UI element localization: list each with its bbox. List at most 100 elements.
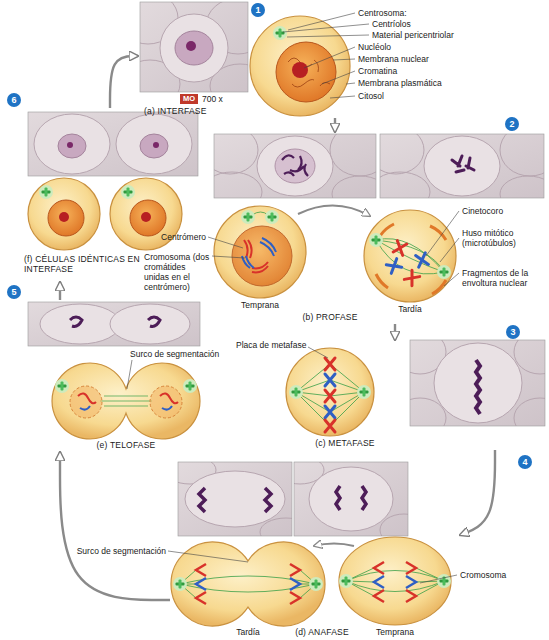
leader-line — [308, 347, 328, 358]
callout-number: 1 — [251, 3, 265, 17]
anaphase-cell — [346, 568, 444, 596]
micrograph — [28, 112, 198, 176]
leader-line — [440, 238, 459, 262]
micrograph — [178, 462, 292, 536]
prophase-cell — [369, 233, 383, 247]
micrograph — [185, 471, 285, 527]
daughter-cell — [121, 185, 135, 199]
phase-caption: (b) PROFASE — [290, 312, 370, 322]
metaphase-cell — [325, 390, 335, 402]
daughter-cell — [59, 212, 69, 222]
micrograph — [500, 176, 544, 198]
microscope-tag: MO — [180, 94, 198, 104]
callout-number: 3 — [506, 325, 520, 339]
part-label: Fragmentos de la envoltura nuclear — [462, 268, 544, 288]
interphase-cell — [276, 42, 336, 102]
part-label: 700 x — [202, 94, 223, 104]
part-label: Membrana plasmática — [358, 78, 442, 88]
daughter-cell — [28, 178, 182, 250]
prophase-cell — [242, 238, 276, 268]
callout-number: 4 — [518, 455, 532, 469]
micrograph — [214, 134, 258, 174]
part-label: Cromosoma — [460, 570, 506, 580]
micrograph — [424, 136, 500, 196]
part-label: Placa de metafase — [236, 340, 306, 350]
phase-panel: (f) CÉLULAS IDÉNTICAS EN INTERFASE — [16, 108, 202, 282]
micrograph — [214, 134, 376, 198]
micrograph — [186, 41, 196, 51]
phase-arrow — [334, 118, 336, 132]
leader-line — [333, 59, 355, 60]
leader-line — [283, 24, 369, 32]
step-arrow — [298, 205, 370, 216]
metaphase-cell — [286, 348, 374, 436]
daughter-cell — [39, 185, 53, 199]
part-label: Huso mitótico (microtúbulos) — [462, 228, 542, 248]
metaphase-cell — [289, 385, 303, 399]
micrograph — [275, 149, 315, 183]
prophase-cell — [376, 239, 444, 274]
micrograph — [70, 317, 160, 326]
part-label: Surco de segmentación — [130, 349, 219, 359]
micrograph — [178, 462, 292, 536]
phase-caption: (e) TELOFASE — [76, 440, 176, 450]
interphase-cell — [292, 62, 308, 78]
leader-line — [444, 273, 459, 286]
prophase-cell — [364, 210, 456, 302]
interphase-cell — [273, 26, 287, 40]
micrograph — [380, 134, 424, 174]
anaphase-cell — [180, 570, 316, 598]
prophase-cell — [364, 210, 456, 302]
micrograph — [380, 172, 430, 198]
micrograph — [28, 0, 549, 546]
micrograph — [332, 176, 376, 198]
leader-line — [208, 237, 243, 248]
micrograph — [58, 134, 86, 158]
micrograph — [160, 14, 228, 82]
anaphase-cell — [374, 562, 416, 602]
micrograph — [410, 340, 545, 426]
daughter-cell — [110, 178, 182, 250]
micrograph — [214, 134, 376, 198]
interphase-cell — [288, 58, 330, 87]
metaphase-cell — [357, 385, 371, 399]
prophase-cell — [232, 226, 292, 286]
micrograph — [214, 172, 262, 198]
metaphase-cell — [286, 348, 374, 436]
micrograph — [294, 462, 408, 536]
micrograph — [199, 488, 271, 512]
micrograph — [294, 462, 408, 536]
micrograph — [309, 467, 393, 531]
phase-arrow — [460, 450, 495, 535]
anaphase-cell — [173, 577, 187, 591]
anaphase-cell — [196, 564, 300, 604]
phase-arrow — [59, 282, 61, 300]
micrograph — [380, 134, 544, 198]
callout-number: 2 — [505, 117, 519, 131]
phase-panel: (a) INTERFASE — [138, 2, 354, 118]
anaphase-cell — [339, 537, 451, 625]
micrograph — [140, 2, 248, 92]
micrograph — [28, 302, 200, 346]
prophase-cell — [241, 210, 255, 224]
prophase-cell — [404, 270, 419, 286]
phase-arrow — [60, 452, 170, 600]
prophase-cell — [214, 206, 306, 298]
micrograph — [28, 112, 198, 176]
metaphase-cell — [325, 406, 335, 418]
leader-line — [322, 71, 355, 84]
prophase-cell — [376, 224, 446, 294]
micrograph — [434, 343, 522, 423]
phase-panel: (b) PROFASE — [206, 132, 546, 324]
step-arrow — [298, 205, 370, 546]
phase-panel: (c) METAFASE — [284, 340, 546, 450]
prophase-cell — [214, 206, 306, 298]
phase-arrow — [394, 324, 396, 340]
telophase-cell — [52, 363, 200, 439]
anaphase-cell — [309, 577, 323, 591]
micrograph — [257, 136, 333, 196]
micrograph — [452, 156, 474, 172]
micrograph — [110, 304, 190, 344]
